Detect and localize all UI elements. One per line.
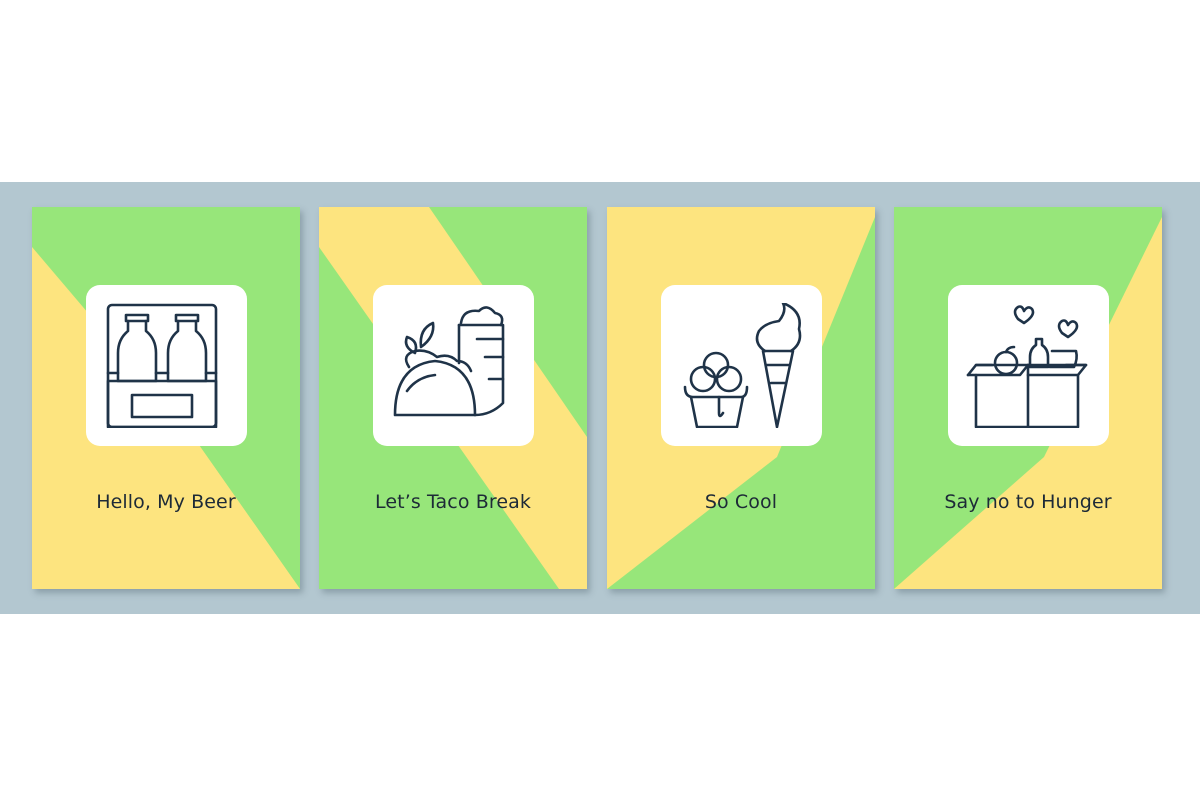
card-caption: Hello, My Beer [96,491,236,513]
card-say-no-to-hunger[interactable]: Say no to Hunger [894,207,1162,589]
icon-tile [661,285,822,446]
card-so-cool[interactable]: So Cool [607,207,875,589]
icon-tile [373,285,534,446]
card-caption: Let’s Taco Break [375,491,531,513]
card-caption: So Cool [704,491,778,513]
beer-crate-icon [106,303,218,428]
ice-cream-icon [683,303,802,428]
card-caption: Say no to Hunger [944,491,1112,513]
icon-tile [86,285,247,446]
card-lets-taco-break[interactable]: Let’s Taco Break [319,207,587,589]
card-hello-my-beer[interactable]: Hello, My Beer [32,207,300,589]
icon-tile [948,285,1109,446]
taco-burrito-icon [393,306,505,417]
food-donation-box-icon [966,305,1088,428]
